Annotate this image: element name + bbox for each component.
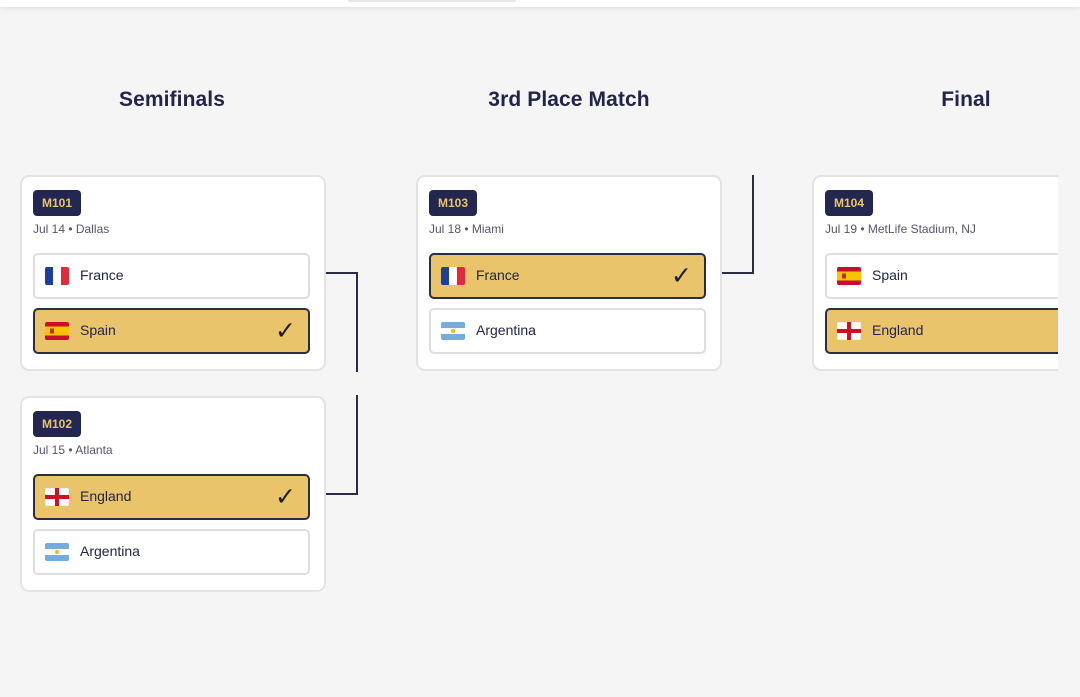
match-card-m102: M102 Jul 15 • Atlanta England ✓ Argentin… [20, 396, 326, 592]
match-id-badge: M104 [825, 190, 874, 216]
team-name: France [80, 267, 124, 283]
round-title-semifinals: Semifinals [118, 88, 226, 111]
team-name: England [872, 322, 924, 338]
england-flag-icon [837, 322, 861, 340]
team-name: Argentina [80, 543, 140, 559]
team-name: Spain [80, 322, 116, 338]
match-card-m103: M103 Jul 18 • Miami France ✓ Argentina [416, 175, 722, 371]
team-name: Spain [872, 267, 908, 283]
connector-m103 [722, 175, 754, 274]
argentina-flag-icon [441, 322, 465, 340]
spain-flag-icon [837, 267, 861, 285]
top-bar-tab[interactable] [348, 0, 516, 2]
match-id-badge: M102 [33, 411, 82, 437]
team-name: France [476, 267, 520, 283]
round-title-final: Final [941, 88, 991, 111]
winner-check-icon: ✓ [671, 261, 692, 290]
round-title-third-place: 3rd Place Match [488, 88, 650, 111]
winner-check-icon: ✓ [275, 316, 296, 345]
match-card-m101: M101 Jul 14 • Dallas France Spain ✓ [20, 175, 326, 371]
france-flag-icon [441, 267, 465, 285]
france-flag-icon [45, 267, 69, 285]
connector-m101 [326, 272, 358, 372]
argentina-flag-icon [45, 543, 69, 561]
team-row-england[interactable]: England [825, 308, 1058, 354]
match-date-venue: Jul 18 • Miami [429, 222, 504, 236]
england-flag-icon [45, 488, 69, 506]
team-row-england[interactable]: England ✓ [33, 474, 310, 520]
top-bar [0, 0, 1080, 7]
match-date-venue: Jul 15 • Atlanta [33, 443, 113, 457]
match-card-m104: M104 Jul 19 • MetLife Stadium, NJ Spain … [812, 175, 1058, 371]
spain-flag-icon [45, 322, 69, 340]
team-row-france[interactable]: France ✓ [429, 253, 706, 299]
winner-check-icon: ✓ [275, 482, 296, 511]
team-row-spain[interactable]: Spain [825, 253, 1058, 299]
team-row-spain[interactable]: Spain ✓ [33, 308, 310, 354]
team-row-argentina[interactable]: Argentina [429, 308, 706, 354]
match-date-venue: Jul 14 • Dallas [33, 222, 110, 236]
team-name: England [80, 488, 132, 504]
connector-m102 [326, 395, 358, 495]
team-name: Argentina [476, 322, 536, 338]
team-row-france[interactable]: France [33, 253, 310, 299]
match-id-badge: M103 [429, 190, 478, 216]
match-date-venue: Jul 19 • MetLife Stadium, NJ [825, 222, 976, 236]
final-clip: M104 Jul 19 • MetLife Stadium, NJ Spain … [812, 170, 1058, 380]
match-id-badge: M101 [33, 190, 82, 216]
team-row-argentina[interactable]: Argentina [33, 529, 310, 575]
